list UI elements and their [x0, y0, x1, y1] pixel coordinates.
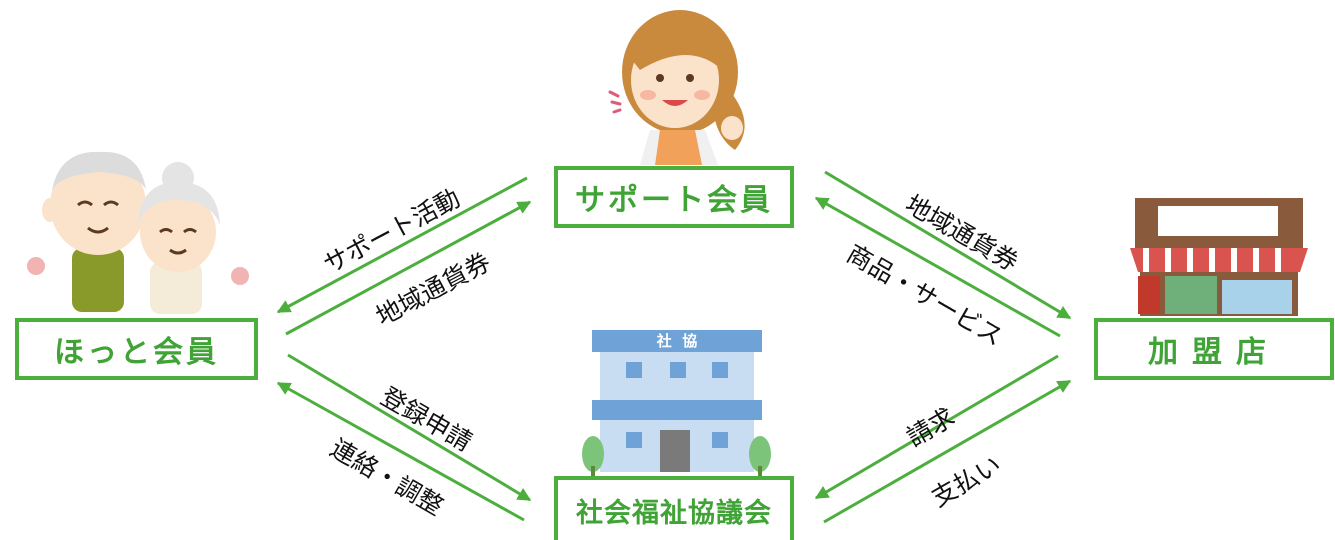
- arrow-shop-to-support: [814, 196, 1061, 338]
- support-member-node: サポート会員: [554, 166, 794, 228]
- arrow-council-to-shop: [823, 379, 1072, 524]
- shop-illustration: [1130, 198, 1308, 316]
- arrow-support-to-shop: [824, 170, 1072, 320]
- arrow-council-to-hotto: [276, 381, 525, 522]
- arrow-support-to-hotto: [276, 176, 528, 314]
- building-sign: 社 協: [656, 332, 698, 350]
- arrow-shop-to-council: [814, 354, 1059, 500]
- arrow-hotto-to-support: [285, 200, 532, 336]
- elderly-couple-illustration: [27, 151, 249, 314]
- arrow-hotto-to-council: [287, 353, 532, 502]
- shop-node: 加盟店: [1094, 318, 1334, 380]
- hotto-member-node: ほっと会員: [15, 318, 258, 380]
- support-member-illustration: [608, 10, 745, 165]
- council-building-illustration: [582, 330, 771, 476]
- council-node: 社会福祉協議会: [554, 476, 794, 540]
